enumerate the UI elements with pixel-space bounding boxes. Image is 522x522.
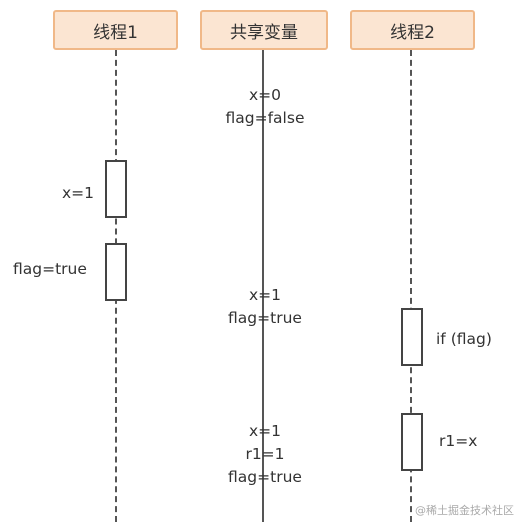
shared-state-after-thread2: x=1 r1=1 flag=true [200,420,330,489]
thread1-header: 线程1 [53,10,178,50]
thread2-step-label: r1=x [439,432,478,450]
thread2-activation-read-x [401,413,423,471]
shared-state-line: flag=true [228,309,302,327]
thread1-step-label: x=1 [62,184,95,202]
shared-variables-header: 共享变量 [200,10,328,50]
shared-state-after-thread1: x=1 flag=true [200,284,330,330]
shared-state-line: r1=1 [245,445,285,463]
thread1-step-label: flag=true [13,260,87,278]
thread1-activation-write-flag [105,243,127,301]
shared-lifeline [262,50,264,522]
shared-state-line: x=1 [248,286,282,304]
thread2-header: 线程2 [350,10,475,50]
watermark: @稀土掘金技术社区 [415,504,514,517]
shared-variables-title: 共享变量 [230,22,298,43]
thread2-lifeline [410,50,412,522]
thread1-title: 线程1 [93,22,138,43]
thread1-activation-write-x [105,160,127,218]
shared-state-line: flag=false [225,109,305,127]
shared-state-initial: x=0 flag=false [200,84,330,130]
shared-state-line: flag=true [228,468,302,486]
shared-state-line: x=0 [248,86,282,104]
thread2-step-label: if (flag) [436,330,492,348]
thread2-activation-read-flag [401,308,423,366]
thread2-title: 线程2 [390,22,435,43]
shared-state-line: x=1 [248,422,282,440]
